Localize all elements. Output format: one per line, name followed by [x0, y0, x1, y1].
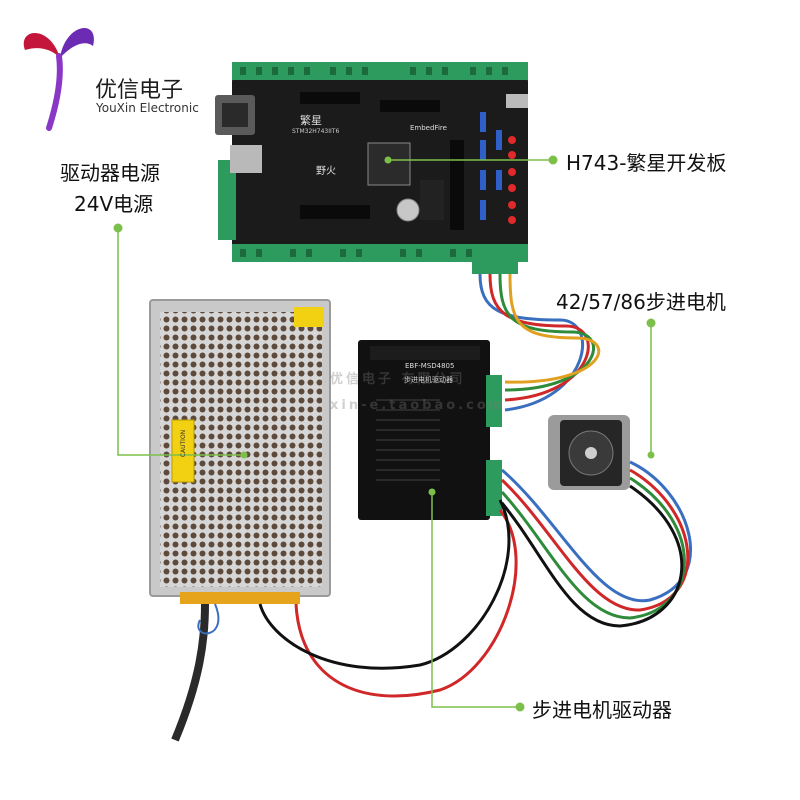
watermark-line1: 优信电子 有限公司: [330, 372, 466, 387]
driver-model: EBF-MSD4805: [405, 362, 455, 370]
board-chip-label: STM32H743IIT6: [292, 128, 340, 135]
dev-board: [215, 62, 528, 274]
power-supply: [149, 299, 331, 604]
watermark-line2: xin-e.taobao.com: [330, 398, 506, 413]
board-title: 繁星: [300, 114, 322, 127]
callout-power-line2: 24V电源: [74, 192, 154, 216]
psu-caution-label: CAUTION: [180, 429, 188, 458]
brand-name-cn: 优信电子: [95, 78, 184, 103]
stepper-motor: [548, 415, 630, 490]
callout-driver: 步进电机驱动器: [532, 698, 672, 722]
board-vendor: EmbedFire: [410, 124, 447, 132]
cables: [171, 273, 692, 742]
driver-name: 步进电机驱动器: [404, 376, 453, 384]
logo-icon: [23, 27, 94, 131]
brand-logo: [15, 18, 95, 133]
board-vendor-cn: 野火: [316, 166, 336, 177]
brand-name-en: YouXin Electronic: [96, 101, 199, 115]
callout-lines: [117, 159, 652, 708]
callout-power-line1: 驱动器电源: [60, 161, 160, 185]
callout-motor: 42/57/86步进电机: [556, 290, 726, 314]
callout-dots: [113, 155, 656, 712]
stepper-driver: [358, 340, 502, 520]
callout-board: H743-繁星开发板: [566, 151, 727, 175]
